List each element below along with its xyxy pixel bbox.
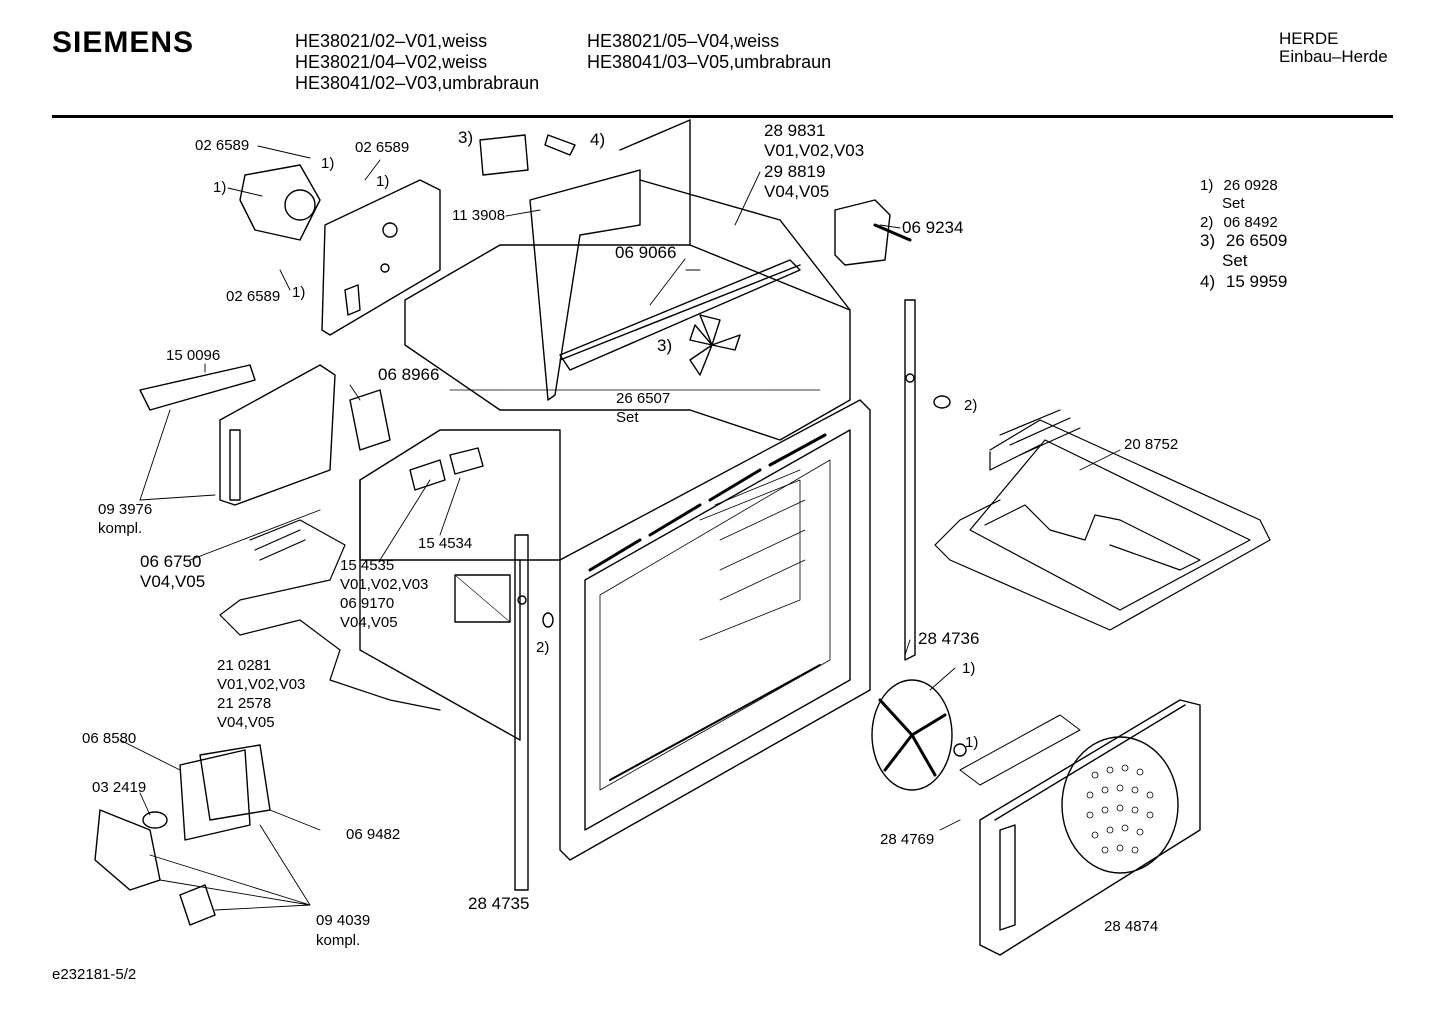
thermostat	[834, 199, 912, 266]
part-label: 28 4769	[880, 831, 935, 848]
model-entry: HE38021/02–V01,weiss	[295, 31, 488, 51]
part-variant: V01,V02,V03	[764, 141, 865, 160]
model-entry: HE38021/04–V02,weiss	[295, 52, 488, 72]
part-label: 11 3908	[452, 207, 506, 224]
model-entry: HE38041/03–V05,umbrabraun	[587, 52, 832, 72]
drawing-id: e232181-5/2	[52, 966, 137, 983]
part-footnote-ref: 4)	[590, 130, 606, 149]
category-subtitle: Einbau–Herde	[1279, 47, 1388, 66]
part-label: 28 9831	[764, 121, 826, 140]
footnote-item: 1) 26 0928	[1200, 177, 1278, 194]
part-label: 28 4736	[918, 629, 980, 648]
switch-bracket	[139, 364, 391, 506]
grill-element	[934, 409, 1271, 631]
part-variant: V01,V02,V03	[217, 676, 306, 693]
footnote-item: 2) 06 8492	[1200, 214, 1278, 231]
part-variant: kompl.	[316, 932, 361, 949]
part-label: 06 9482	[346, 826, 401, 843]
footnote-part-number: 26 6509	[1225, 231, 1288, 250]
part-footnote-ref: 1)	[213, 179, 227, 196]
convection-fan	[871, 679, 967, 791]
part-variant: V01,V02,V03	[340, 576, 429, 593]
footnote-number: 1)	[1200, 177, 1214, 194]
part-footnote-ref: 2)	[536, 639, 550, 656]
part-variant: V04,V05	[340, 614, 398, 631]
part-variant: Set	[616, 409, 639, 426]
footnote-number: 2)	[1200, 214, 1214, 231]
brand-logo: SIEMENS	[52, 26, 195, 59]
model-entry: HE38021/05–V04,weiss	[587, 31, 780, 51]
part-label: 03 2419	[92, 779, 147, 796]
footnote-number: 3)	[1200, 231, 1216, 250]
part-footnote-ref: 1)	[376, 173, 390, 190]
part-label: 15 0096	[166, 347, 221, 364]
lamp-assembly	[94, 744, 271, 926]
leader-lines	[119, 145, 1121, 911]
part-footnote-ref: 1)	[965, 734, 979, 751]
part-label: 06 6750	[140, 552, 202, 571]
part-label: 06 9066	[615, 243, 677, 262]
header-divider	[52, 115, 1393, 118]
air-duct	[529, 169, 801, 401]
footnote-number: 4)	[1200, 272, 1216, 291]
model-list-left: HE38021/02–V01,weiss HE38021/04–V02,weis…	[295, 31, 539, 94]
part-label: 02 6589	[195, 137, 250, 154]
part-label: 15 4534	[418, 535, 473, 552]
part-label: 09 3976	[98, 501, 153, 518]
part-label: 06 8580	[82, 730, 137, 747]
part-variant: kompl.	[98, 520, 143, 537]
bottom-element	[219, 519, 441, 711]
part-footnote-ref: 1)	[962, 660, 976, 677]
part-label: 06 9170	[340, 595, 395, 612]
model-entry: HE38041/02–V03,umbrabraun	[295, 73, 540, 93]
part-footnote-ref: 3)	[657, 336, 673, 355]
part-variant: V04,V05	[140, 572, 206, 591]
part-footnote-ref: 1)	[321, 155, 335, 172]
part-footnote-ref: 3)	[458, 128, 474, 147]
footnote-item: 3) 26 6509	[1200, 232, 1287, 249]
footnote-part-number: 06 8492	[1223, 214, 1278, 231]
part-label: 28 4735	[468, 894, 530, 913]
part-label: 29 8819	[764, 162, 826, 181]
fan-blade	[689, 314, 741, 376]
model-list-right: HE38021/05–V04,weiss HE38041/03–V05,umbr…	[587, 31, 831, 73]
top-shell	[404, 119, 851, 441]
top-small-parts	[409, 134, 951, 628]
part-label: 26 6507	[616, 390, 671, 407]
part-label: 21 0281	[217, 657, 272, 674]
footnote-part-number: 15 9959	[1225, 272, 1288, 291]
part-label: 21 2578	[217, 695, 272, 712]
fan-motor	[239, 164, 441, 336]
footnote-qualifier: Set	[1222, 251, 1248, 270]
footnote-item: 4) 15 9959	[1200, 273, 1287, 290]
part-label: 06 8966	[378, 365, 440, 384]
part-label: 09 4039	[316, 912, 371, 929]
part-variant: V04,V05	[217, 714, 275, 731]
side-rails	[514, 299, 916, 891]
part-label: 28 4874	[1104, 918, 1159, 935]
part-footnote-ref: 1)	[292, 284, 306, 301]
oven-housing	[359, 429, 561, 741]
part-label: 15 4535	[340, 557, 395, 574]
footnote-qualifier: Set	[1222, 195, 1245, 212]
front-frame	[559, 399, 871, 861]
part-label: 20 8752	[1124, 436, 1179, 453]
category-block: HERDE Einbau–Herde	[1279, 30, 1388, 66]
category-title: HERDE	[1279, 29, 1339, 48]
part-footnote-ref: 2)	[964, 397, 978, 414]
part-variant: V04,V05	[764, 182, 830, 201]
part-label: 02 6589	[226, 288, 281, 305]
part-label: 06 9234	[902, 218, 964, 237]
part-label: 02 6589	[355, 139, 410, 156]
footnote-part-number: 26 0928	[1223, 177, 1278, 194]
rear-panel	[959, 699, 1201, 956]
